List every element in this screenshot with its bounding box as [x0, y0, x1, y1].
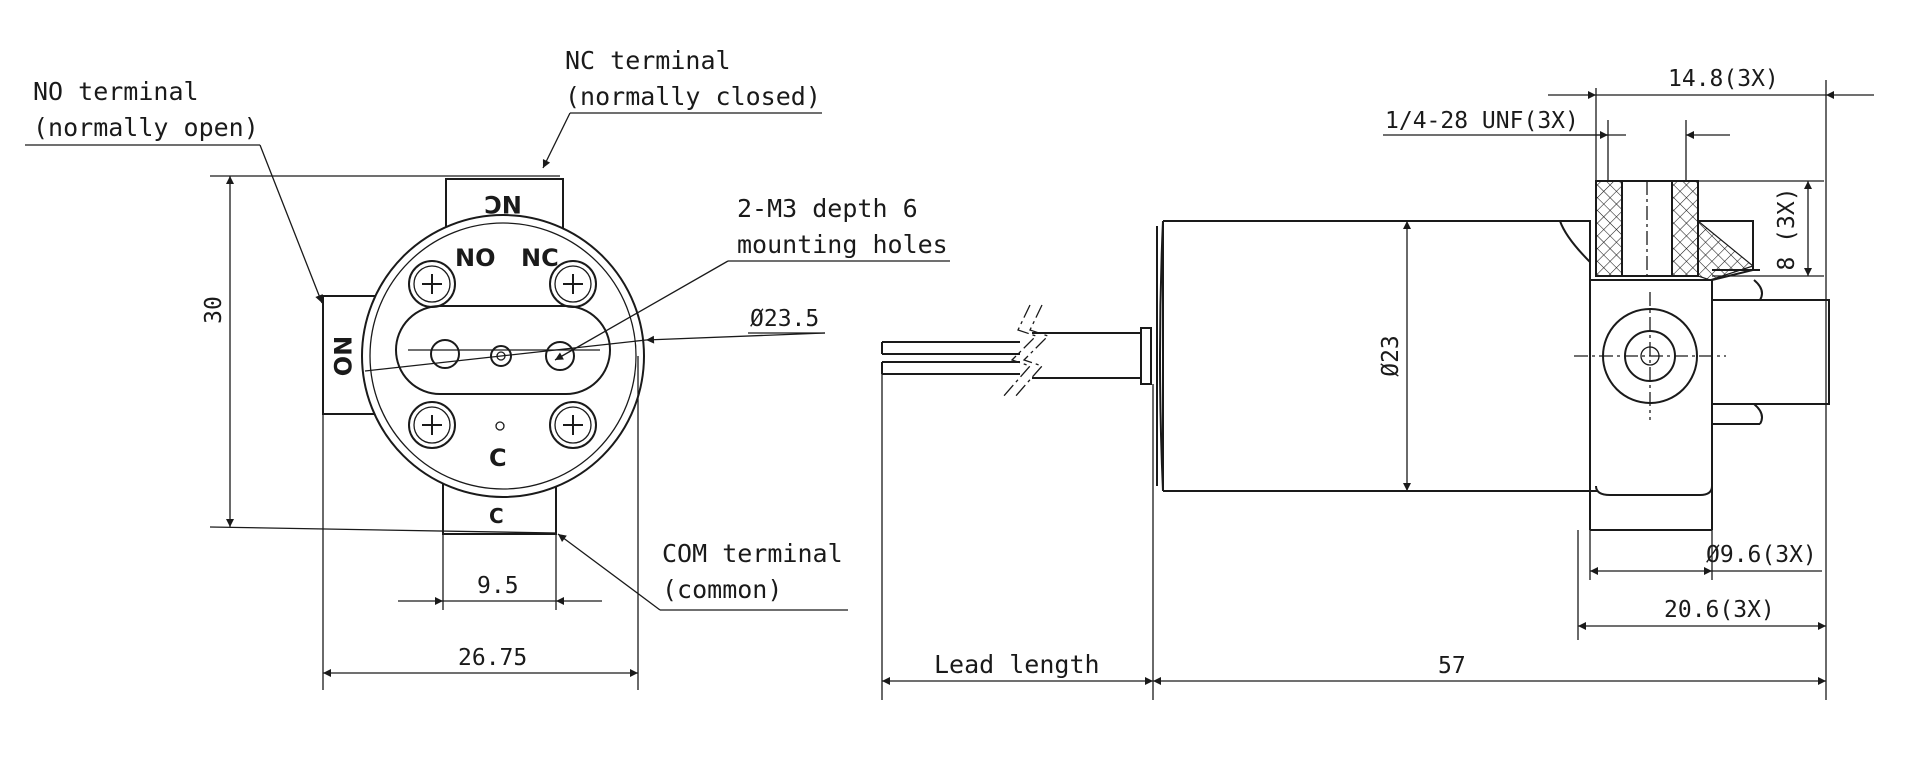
- dim-dia-23: Ø23: [1378, 335, 1404, 377]
- screw-icon: [408, 260, 456, 308]
- dim-width-20-6: 20.6(3X): [1664, 597, 1775, 623]
- screw-icon: [549, 401, 597, 449]
- coil-body: [1159, 220, 1598, 492]
- dim-length-57: 57: [1438, 653, 1466, 679]
- dim-height-30: 30: [201, 296, 227, 324]
- screw-icon: [408, 401, 456, 449]
- cable-strain-relief: [1140, 327, 1152, 385]
- dim-depth-8: 8 (3X): [1774, 187, 1800, 270]
- nc-terminal-label: NC terminal: [565, 46, 731, 75]
- no-face-mark: NO: [455, 244, 496, 272]
- manifold-slot: [395, 305, 611, 395]
- side-view: Ø23 14.8(3X) 1/4-28 UNF(3X): [881, 66, 1874, 700]
- port-thread-right: [1671, 180, 1699, 277]
- no-tab-mark: NO: [328, 336, 356, 377]
- no-terminal-label: NO terminal: [33, 77, 199, 106]
- screw-icon: [549, 260, 597, 308]
- dim-lead-length: Lead length: [934, 650, 1100, 679]
- dim-spacing-9-5: 9.5: [477, 573, 519, 599]
- break-symbol: [1001, 304, 1038, 399]
- nc-tab-mark: NC: [484, 190, 522, 218]
- nc-face-mark: NC: [521, 244, 559, 272]
- break-symbol: [1013, 304, 1050, 399]
- valve-inner-circle: [369, 222, 637, 490]
- no-terminal-sublabel: (normally open): [33, 113, 259, 142]
- dim-dia-23-5: Ø23.5: [750, 306, 819, 332]
- c-tab-mark: C: [489, 504, 504, 528]
- front-view: NO NC C NC NO C 30 9.5 26.75 Ø23.5 2-M3 …: [25, 46, 950, 690]
- center-port-hole: [490, 345, 512, 367]
- mounting-holes-label-2: mounting holes: [737, 230, 948, 259]
- dim-width-26-75: 26.75: [458, 645, 527, 671]
- dim-dia-9-6: Ø9.6(3X): [1706, 542, 1817, 568]
- nc-port-hole: [545, 341, 575, 371]
- nc-terminal-sublabel: (normally closed): [565, 82, 821, 111]
- thread-callout: 1/4-28 UNF(3X): [1385, 108, 1579, 134]
- no-port-hole: [430, 339, 460, 369]
- port-thread-left: [1595, 180, 1623, 277]
- com-terminal-sublabel: (common): [662, 575, 782, 604]
- dim-width-14-8: 14.8(3X): [1668, 66, 1779, 92]
- mounting-holes-label: 2-M3 depth 6: [737, 194, 918, 223]
- c-face-mark: C: [489, 444, 507, 472]
- com-terminal-label: COM terminal: [662, 539, 843, 568]
